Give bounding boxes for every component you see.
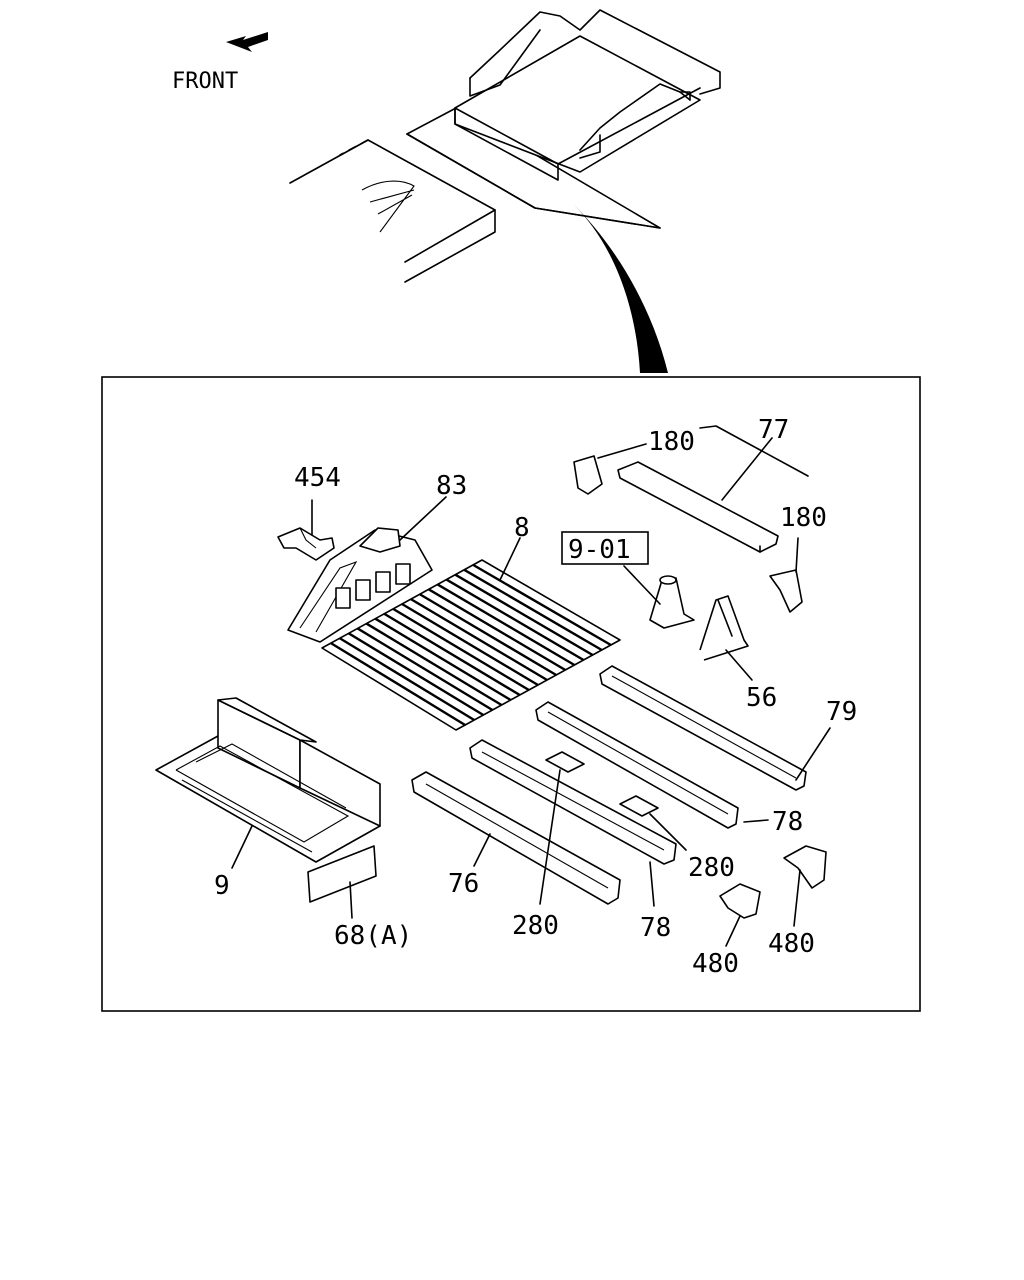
part-83 xyxy=(287,496,447,643)
part-180-right xyxy=(769,537,803,613)
part-78-right xyxy=(535,701,769,829)
part-78-mid xyxy=(469,739,677,907)
callout-78-mid: 78 xyxy=(640,913,671,943)
floor-rib xyxy=(330,642,466,727)
floor-rib xyxy=(436,583,576,667)
callout-280-mid: 280 xyxy=(512,911,559,941)
detail-pointer-arrow xyxy=(573,204,668,373)
floor-rib xyxy=(356,627,494,712)
floor-rib xyxy=(339,637,475,722)
front-arrow-icon xyxy=(226,32,268,52)
callout-8: 8 xyxy=(514,513,530,543)
part-280-mid xyxy=(539,751,585,905)
part-8 xyxy=(321,537,621,731)
front-label: FRONT xyxy=(172,69,238,94)
callout-454: 454 xyxy=(294,463,341,493)
floor-rib xyxy=(445,578,585,662)
part-9 xyxy=(155,697,381,869)
part-77 xyxy=(617,425,809,553)
callout-78-right: 78 xyxy=(772,807,803,837)
floor-rib xyxy=(454,573,594,657)
part-76 xyxy=(411,771,621,905)
part-480-right xyxy=(783,845,827,927)
floor-rib xyxy=(401,602,539,687)
callout-9: 9 xyxy=(214,871,230,901)
floor-rib xyxy=(383,612,521,697)
part-180-top xyxy=(573,443,647,495)
floor-rib xyxy=(472,563,612,647)
floor-rib xyxy=(348,632,484,717)
callout-box-9-01 xyxy=(561,531,649,565)
part-56 xyxy=(699,595,753,681)
callout-56: 56 xyxy=(746,683,777,713)
callout-68a: 68(A) xyxy=(334,921,412,951)
floor-rib xyxy=(374,617,512,702)
callout-480-right: 480 xyxy=(768,929,815,959)
callout-480-left: 480 xyxy=(692,949,739,979)
floor-rib xyxy=(463,568,603,652)
vehicle-overview xyxy=(289,9,721,283)
detail-frame xyxy=(101,376,921,1012)
floor-rib xyxy=(428,588,566,672)
callout-180-right: 180 xyxy=(780,503,827,533)
callout-280-right: 280 xyxy=(688,853,735,883)
callout-79: 79 xyxy=(826,697,857,727)
part-79 xyxy=(599,665,831,791)
part-454 xyxy=(277,499,335,561)
callout-76: 76 xyxy=(448,869,479,899)
callout-9-01: 9-01 xyxy=(568,535,631,565)
part-68a xyxy=(307,845,377,919)
floor-rib xyxy=(419,593,557,677)
part-480-left xyxy=(719,883,761,947)
floor-rib xyxy=(392,607,530,692)
floor-rib xyxy=(410,598,548,682)
callout-180-top: 180 xyxy=(648,427,695,457)
callout-77: 77 xyxy=(758,415,789,445)
part-280-right xyxy=(619,795,687,851)
floor-rib xyxy=(365,622,503,707)
part-9-01 xyxy=(561,531,695,629)
callout-83: 83 xyxy=(436,471,467,501)
